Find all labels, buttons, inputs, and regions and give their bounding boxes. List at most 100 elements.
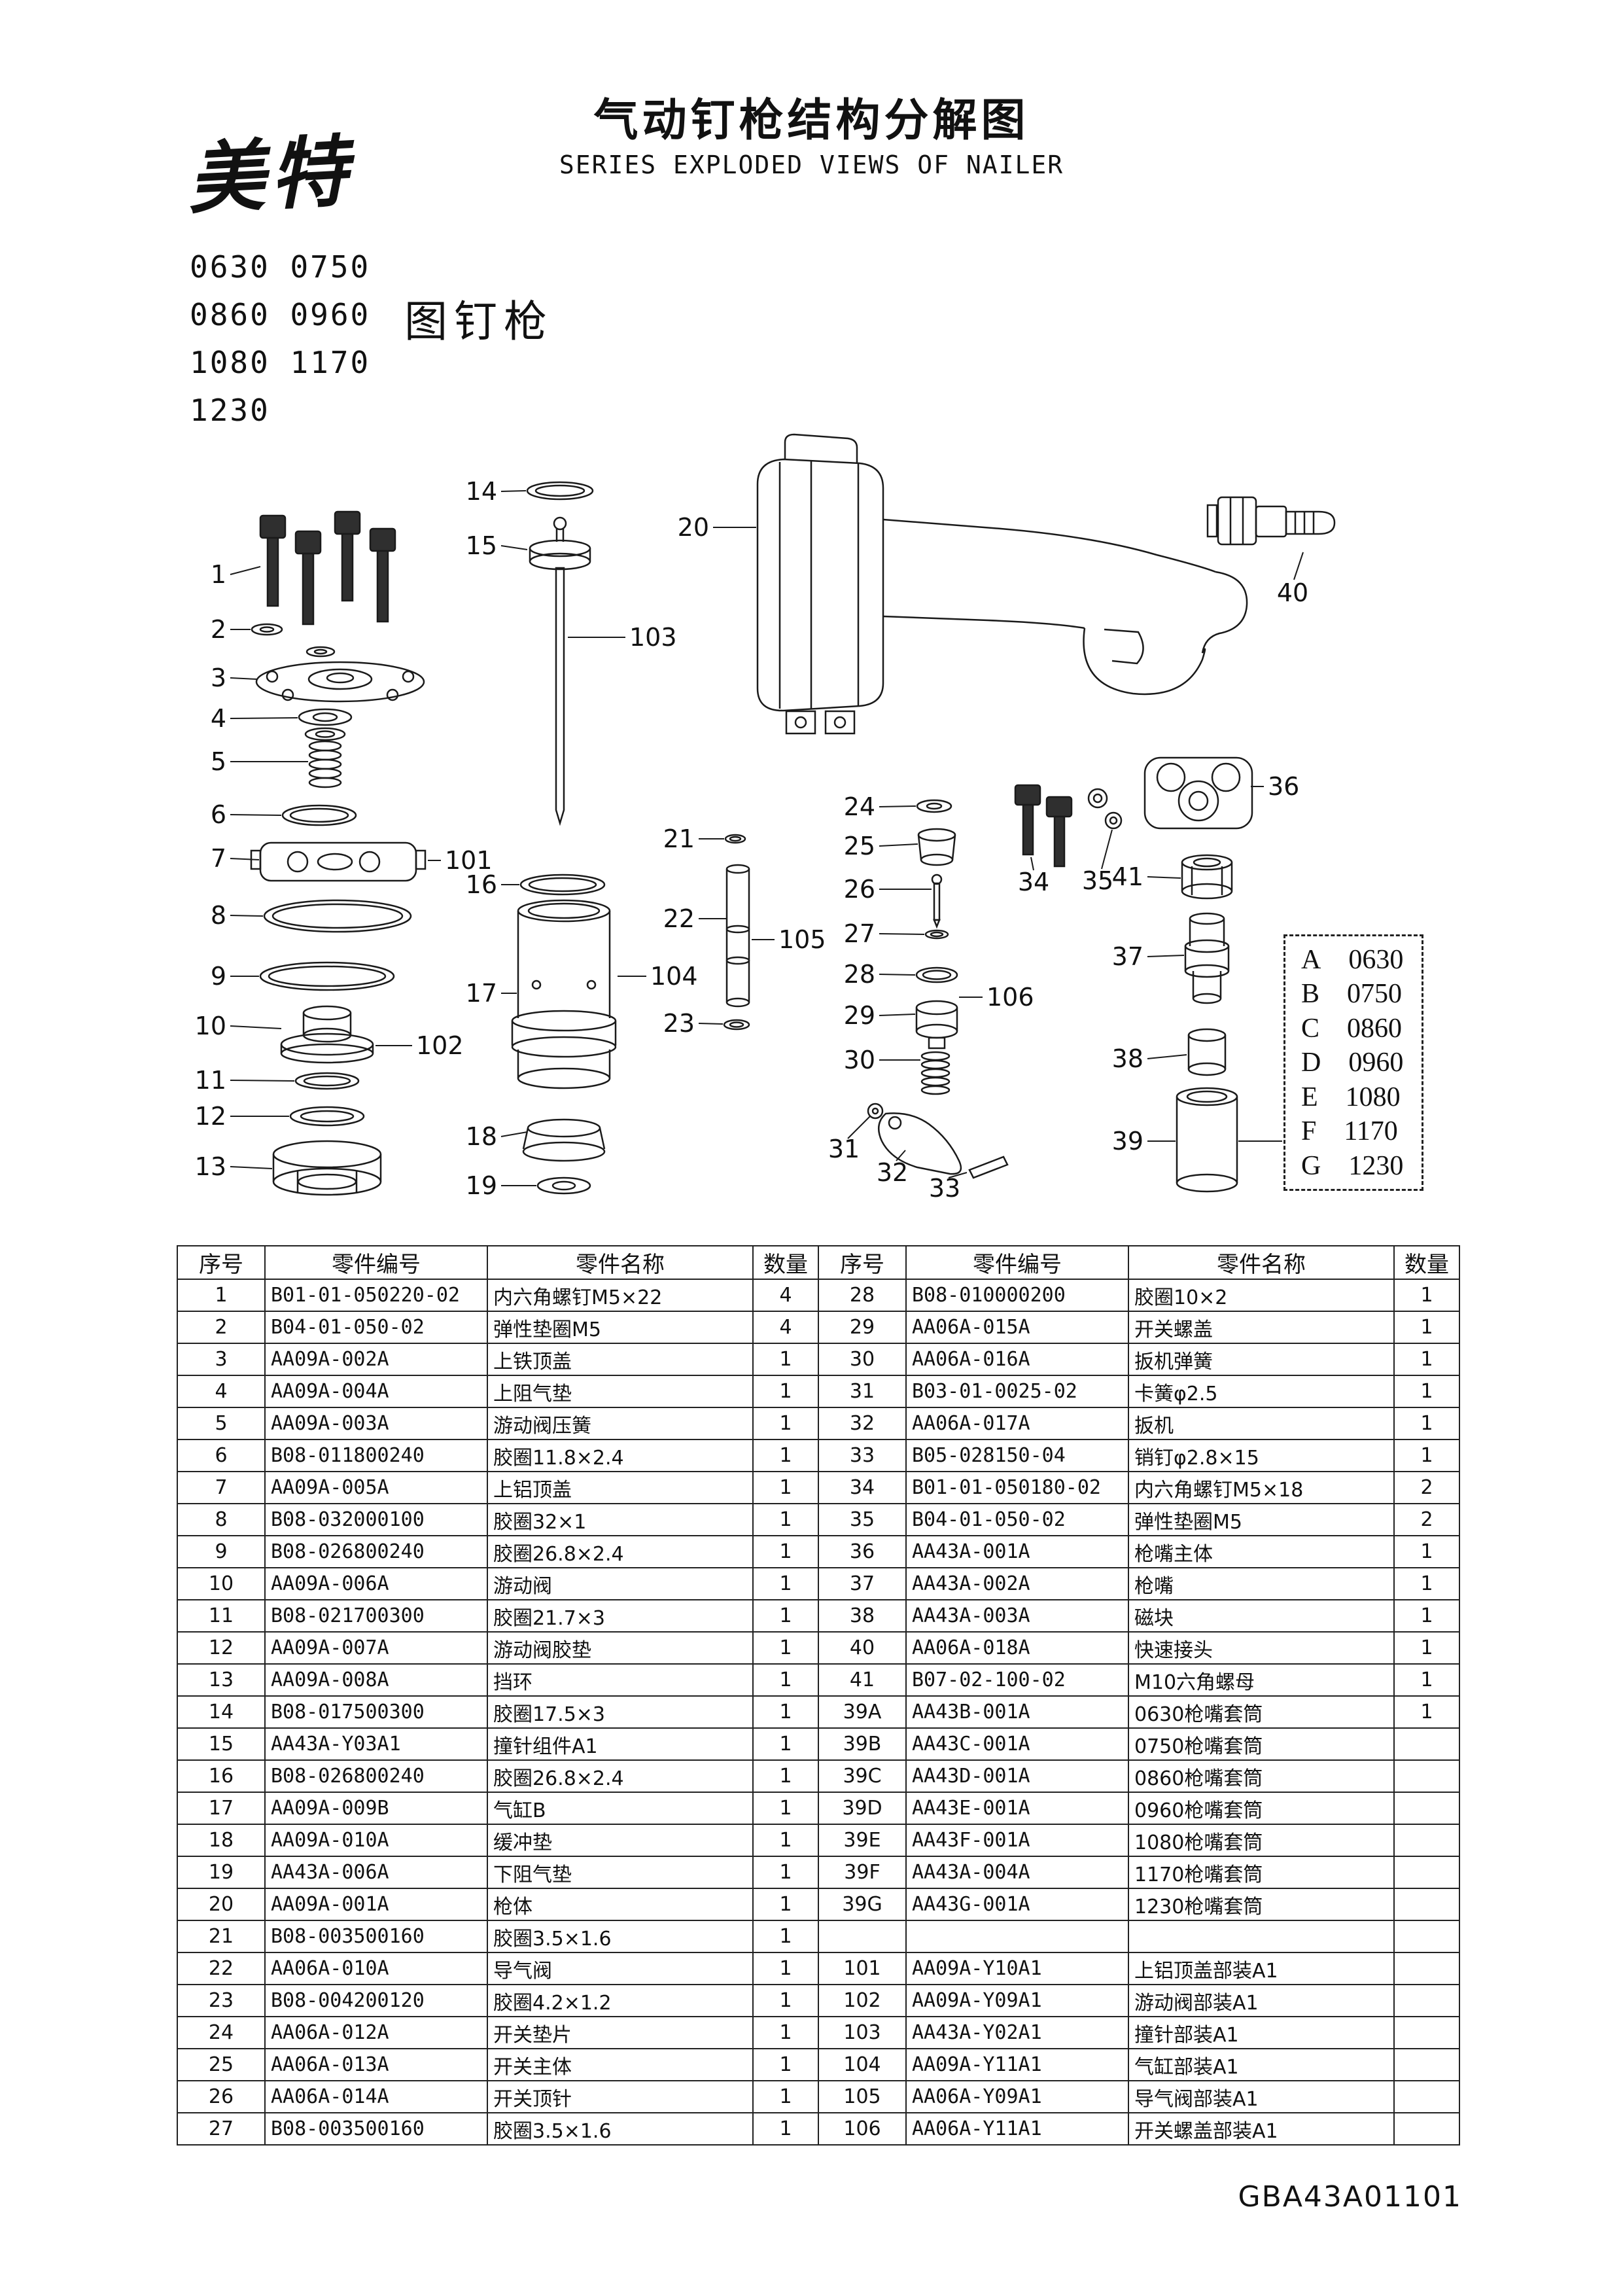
legend-entry: F 1170	[1285, 1118, 1422, 1145]
part-label-19: 19	[466, 1171, 497, 1200]
model-line: 0860 0960	[190, 297, 371, 332]
part-14-o-ring	[526, 481, 594, 501]
part-38-magnet-block	[1187, 1028, 1227, 1076]
cell-part-qty: 1	[752, 1407, 819, 1440]
table-row: 30 AA06A-016A 扳机弹簧 1	[818, 1343, 1460, 1376]
part-label-31: 31	[828, 1135, 860, 1163]
cell-part-name: 磁块	[1128, 1599, 1395, 1633]
cell-part-qty: 1	[752, 1856, 819, 1889]
part-label-20: 20	[678, 513, 709, 542]
cell-part-code	[905, 1920, 1129, 1953]
cell-part-qty: 1	[752, 1503, 819, 1536]
part-8-o-ring-large	[263, 899, 412, 933]
legend-value: 1080	[1345, 1082, 1401, 1112]
table-row: 104 AA09A-Y11A1 气缸部装A1	[818, 2048, 1460, 2081]
table-row: 28 B08-010000200 胶圈10×2 1	[818, 1279, 1460, 1312]
legend-key: G	[1301, 1150, 1321, 1181]
table-row: 11 B08-021700300 胶圈21.7×3 1	[177, 1599, 819, 1633]
cell-part-name: 内六角螺钉M5×22	[487, 1279, 754, 1312]
cell-part-qty: 1	[1393, 1567, 1460, 1600]
cell-part-qty: 1	[752, 2112, 819, 2146]
part-37-nose-piece	[1184, 912, 1230, 1004]
part-27-o-ring-small	[924, 929, 949, 940]
part-label-23: 23	[663, 1009, 695, 1038]
cell-part-qty: 1	[752, 1920, 819, 1953]
cell-part-qty: 1	[1393, 1695, 1460, 1729]
cell-part-no: 20	[177, 1888, 266, 1921]
part-label-40: 40	[1277, 578, 1308, 607]
legend-key: D	[1301, 1048, 1321, 1078]
cell-part-name: 1080枪嘴套筒	[1128, 1824, 1395, 1857]
table-row: 101 AA09A-Y10A1 上铝顶盖部装A1	[818, 1952, 1460, 1985]
cell-part-qty: 1	[1393, 1279, 1460, 1312]
cell-part-qty	[1393, 2080, 1460, 2113]
part-labels: 1 2 3 4 5 6 7 8 9 10 11 12 13 14 15 16 1…	[195, 477, 1309, 1203]
part-7-aluminum-top-cover	[250, 841, 427, 882]
table-row: 27 B08-003500160 胶圈3.5×1.6 1	[177, 2112, 819, 2146]
part-label-4: 4	[211, 704, 226, 733]
cell-part-code: B08-026800240	[264, 1535, 488, 1568]
part-2-spring-washers	[251, 623, 336, 658]
cell-part-name: 扳机弹簧	[1128, 1343, 1395, 1376]
table-row: 18 AA09A-010A 缓冲垫 1	[177, 1824, 819, 1857]
cell-part-name: 枪嘴	[1128, 1567, 1395, 1600]
cell-part-name: 快速接头	[1128, 1631, 1395, 1665]
cell-part-code: AA43D-001A	[905, 1759, 1129, 1793]
cell-part-name: 上阻气垫	[487, 1375, 754, 1408]
part-label-18: 18	[466, 1122, 497, 1151]
table-row: 5 AA09A-003A 游动阀压簧 1	[177, 1407, 819, 1440]
cell-part-qty: 1	[752, 1599, 819, 1633]
cell-part-code: B08-017500300	[264, 1695, 488, 1729]
part-label-2: 2	[211, 615, 226, 644]
table-row: 33 B05-028150-04 销钉φ2.8×15 1	[818, 1439, 1460, 1472]
part-41-hex-nut	[1181, 854, 1233, 900]
part-10-float-valve	[280, 1005, 374, 1064]
legend-entry: B 0750	[1285, 980, 1422, 1008]
table-row: 41 B07-02-100-02 M10六角螺母 1	[818, 1663, 1460, 1697]
cell-part-code: B08-004200120	[264, 1984, 488, 2017]
cell-part-name: 1230枪嘴套筒	[1128, 1888, 1395, 1921]
table-row: 2 B04-01-050-02 弹性垫圈M5 4	[177, 1311, 819, 1344]
cell-part-code: AA06A-010A	[264, 1952, 488, 1985]
cell-part-no: 12	[177, 1631, 266, 1665]
part-label-29: 29	[844, 1001, 875, 1030]
assembly-label-102: 102	[416, 1031, 464, 1060]
cell-part-name: 枪体	[487, 1888, 754, 1921]
cell-part-no: 24	[177, 2016, 266, 2049]
part-label-27: 27	[844, 919, 875, 948]
cell-part-name: 上铁顶盖	[487, 1343, 754, 1376]
part-label-24: 24	[844, 792, 875, 821]
part-15-striker-assembly	[529, 516, 591, 826]
cell-part-qty: 1	[1393, 1407, 1460, 1440]
cell-part-qty: 1	[1393, 1663, 1460, 1697]
part-9-o-ring	[259, 961, 395, 991]
cell-part-name: 0860枪嘴套筒	[1128, 1759, 1395, 1793]
part-21-o-ring-small	[724, 834, 746, 844]
table-row: 25 AA06A-013A 开关主体 1	[177, 2048, 819, 2081]
col-header-qty: 数量	[752, 1245, 819, 1280]
cell-part-code: AA09A-001A	[264, 1888, 488, 1921]
cell-part-name: 销钉φ2.8×15	[1128, 1439, 1395, 1472]
model-line: 1230	[190, 393, 270, 428]
part-31-circlip	[867, 1103, 884, 1120]
table-row: 4 AA09A-004A 上阻气垫 1	[177, 1375, 819, 1408]
part-36-nose-main-body	[1143, 756, 1253, 830]
cell-part-code: AA43A-Y02A1	[905, 2016, 1129, 2049]
cell-part-no: 1	[177, 1279, 266, 1312]
part-35-spring-washers	[1087, 788, 1123, 830]
cell-part-qty: 1	[752, 1759, 819, 1793]
part-label-38: 38	[1112, 1044, 1143, 1073]
legend-key: C	[1301, 1013, 1320, 1044]
table-row: 105 AA06A-Y09A1 导气阀部装A1	[818, 2080, 1460, 2113]
cell-part-code: AA43B-001A	[905, 1695, 1129, 1729]
cell-part-qty: 1	[752, 2048, 819, 2081]
table-row: 16 B08-026800240 胶圈26.8×2.4 1	[177, 1759, 819, 1793]
part-6-o-ring	[281, 804, 357, 826]
cell-part-qty	[1393, 1952, 1460, 1985]
part-label-17: 17	[466, 979, 497, 1008]
legend-key: B	[1301, 979, 1320, 1009]
table-row: 36 AA43A-001A 枪嘴主体 1	[818, 1535, 1460, 1568]
cell-part-qty: 1	[1393, 1631, 1460, 1665]
table-row: 38 AA43A-003A 磁块 1	[818, 1599, 1460, 1633]
